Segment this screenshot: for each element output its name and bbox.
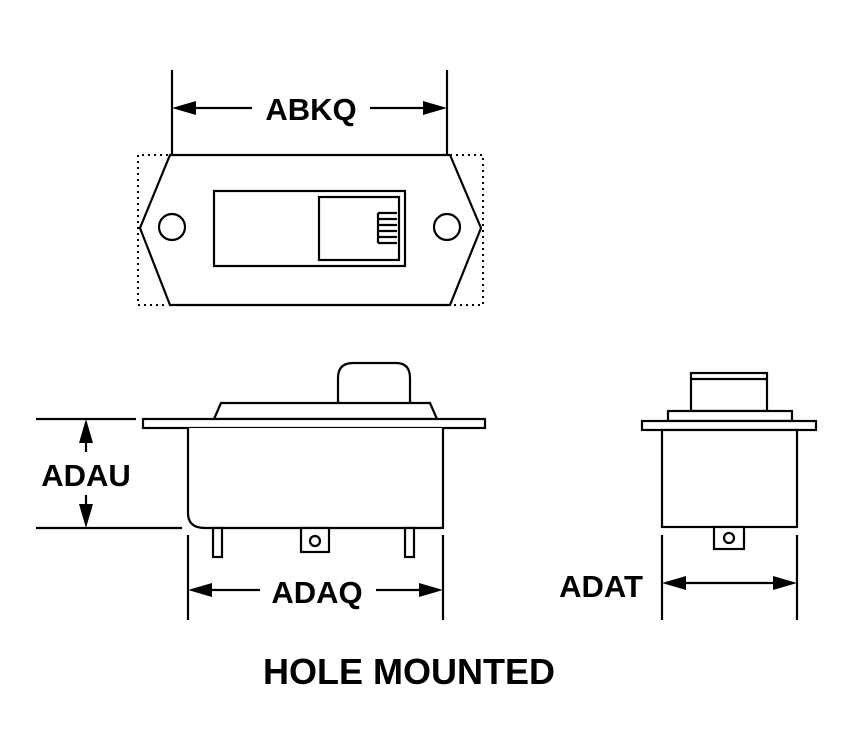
side-view-actuator	[336, 361, 412, 404]
dimension-adat: ADAT	[559, 535, 799, 620]
dimension-adaq: ADAQ	[186, 535, 445, 620]
caption-title: HOLE MOUNTED	[263, 651, 555, 692]
top-view-actuator	[317, 195, 401, 262]
mounting-hole-right	[432, 212, 462, 242]
mounting-hole-left	[157, 212, 187, 242]
end-view-terminal-hole	[722, 531, 736, 545]
label-adau: ADAU	[41, 458, 131, 493]
end-view-flange	[640, 419, 818, 432]
label-adaq: ADAQ	[271, 575, 362, 610]
side-view-body	[186, 428, 445, 530]
top-view: ABKQ	[137, 70, 484, 307]
actuator-ridges	[376, 211, 397, 245]
label-abkq: ABKQ	[265, 92, 356, 127]
end-view-bezel	[666, 409, 794, 423]
side-view-bezel	[212, 401, 439, 421]
terminal-center	[299, 526, 331, 554]
dimension-adau: ADAU	[36, 417, 182, 530]
side-view-flange	[141, 417, 487, 430]
label-adat: ADAT	[559, 569, 643, 604]
side-view: ADAU ADAQ	[36, 361, 487, 620]
top-view-dotted-outline	[137, 154, 484, 306]
end-view-body	[660, 428, 799, 529]
end-view-terminal	[712, 525, 746, 551]
end-view: ADAT	[559, 371, 818, 620]
terminal-center-hole	[308, 534, 322, 548]
dimension-abkq: ABKQ	[170, 70, 449, 155]
terminal-right	[403, 526, 416, 559]
terminal-left	[211, 526, 224, 559]
